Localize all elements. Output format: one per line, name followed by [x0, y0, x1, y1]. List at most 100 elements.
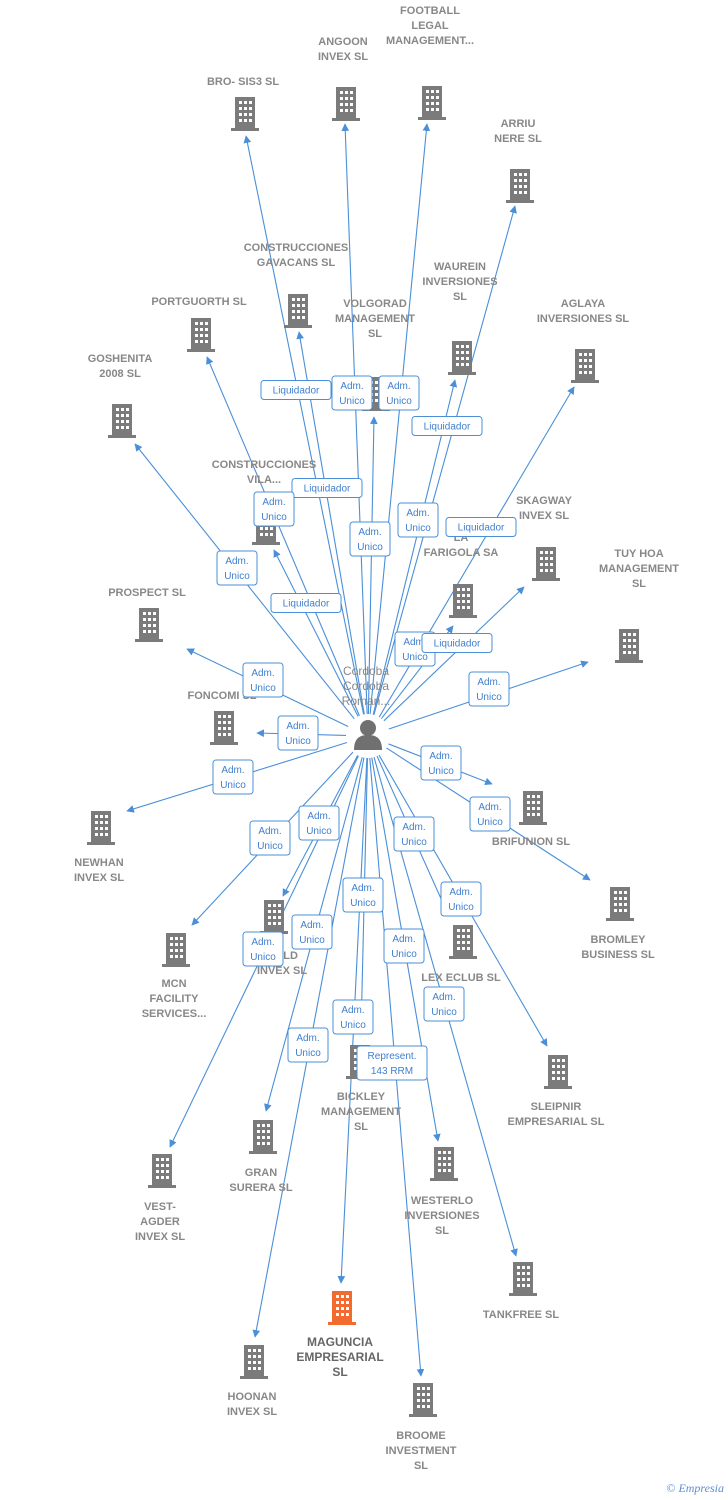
node-label: BRIFUNION SL [492, 836, 571, 848]
edge-label-prospect[interactable]: Adm.Unico [242, 662, 284, 698]
edge-label-maguncia[interactable]: Adm.Unico [332, 999, 374, 1035]
company-node-tankfree[interactable]: TANKFREE SL [483, 1262, 559, 1321]
node-label: SL [332, 1365, 347, 1379]
edge-label-westerlo[interactable]: Adm.Unico [383, 928, 425, 964]
edge-label-construccionesvila[interactable]: Liquidador [270, 593, 342, 613]
edge-label-bickley[interactable]: Adm.Unico [291, 914, 333, 950]
company-node-foncomi[interactable]: FONCOMI SL [187, 690, 257, 745]
edge-label-foncomi[interactable]: Adm.Unico [277, 715, 319, 751]
edge-label-box [331, 375, 373, 411]
node-label: NERE SL [494, 133, 542, 145]
building-icon [284, 294, 312, 328]
company-node-brifunion[interactable]: BRIFUNION SL [492, 791, 571, 848]
edge-label-lafarigola[interactable]: Liquidador [421, 633, 493, 653]
edge-label-text: Unico [299, 935, 325, 946]
edge-label-box [468, 671, 510, 707]
node-label: VILA... [247, 474, 281, 486]
edge-label-box [420, 745, 462, 781]
edge-label-sleipnir[interactable]: Adm.Unico [440, 881, 482, 917]
edge-label-tuyhoa[interactable]: Adm.Unico [468, 671, 510, 707]
edge-label-text: Liquidador [273, 386, 320, 397]
edge-label-box [411, 416, 483, 436]
edge-label-text: Unico [257, 841, 283, 852]
edge-label-newhan[interactable]: Adm.Unico [212, 759, 254, 795]
company-node-mcn[interactable]: MCNFACILITYSERVICES... [142, 933, 207, 1020]
edge-label-text: Adm. [358, 527, 381, 538]
edge-label-box [260, 380, 332, 400]
brand-logo[interactable]: Empresia [678, 1481, 724, 1495]
edge-label-text: Unico [250, 952, 276, 963]
edge-label-goshenita[interactable]: Adm.Unico [216, 550, 258, 586]
edge-label-construccionesgav[interactable]: Liquidador [291, 478, 363, 498]
node-label: MANAGEMENT [335, 313, 415, 325]
edge-label-vestagder[interactable]: Adm.Unico [242, 931, 284, 967]
edge-label-text: Unico [339, 396, 365, 407]
edge-label-box [421, 633, 493, 653]
building-icon [509, 1262, 537, 1296]
node-label: PORTGUORTH SL [151, 296, 247, 308]
edge-label-mcn[interactable]: Adm.Unico [249, 820, 291, 856]
edge-label-brifunion[interactable]: Adm.Unico [420, 745, 462, 781]
edge-label-tankfree[interactable]: Adm.Unico [423, 986, 465, 1022]
edge-label-box [378, 375, 420, 411]
node-label: MANAGEMENT [599, 563, 679, 575]
edge-label-text: 143 RRM [371, 1066, 413, 1077]
company-node-prospect[interactable]: PROSPECT SL [108, 587, 186, 642]
node-label: WAUREIN [434, 261, 486, 273]
company-node-construccionesvila[interactable]: CONSTRUCCIONESVILA... [212, 459, 317, 545]
edge-label-gold[interactable]: Adm.Unico [298, 805, 340, 841]
building-icon [231, 97, 259, 131]
edge-label-box [270, 593, 342, 613]
edge-label-volgorad[interactable]: Adm.Unico [349, 521, 391, 557]
edge-arriu [373, 205, 517, 715]
node-label: AGLAYA [561, 298, 605, 310]
company-node-lexeclub[interactable]: LEX ECLUB SL [421, 925, 501, 984]
edge-label-angoon[interactable]: Adm.Unico [331, 375, 373, 411]
edge-label-brosis3[interactable]: Liquidador [260, 380, 332, 400]
edge-label-arriu[interactable]: Liquidador [411, 416, 483, 436]
node-label: LEX ECLUB SL [421, 972, 501, 984]
edge-label-text: Adm. [478, 802, 501, 813]
edge-label-text: Adm. [402, 822, 425, 833]
edge-label-hoonan[interactable]: Adm.Unico [287, 1027, 329, 1063]
edge-label-box [242, 662, 284, 698]
edge-label-gransurera[interactable]: Adm.Unico [342, 877, 384, 913]
building-icon [187, 318, 215, 352]
edge-label-broome[interactable]: Represent.143 RRM [356, 1045, 428, 1081]
company-node-football[interactable]: FOOTBALLLEGALMANAGEMENT... [386, 5, 474, 120]
edge-label-box [349, 521, 391, 557]
edge-label-football[interactable]: Adm.Unico [378, 375, 420, 411]
edge-label-waurein[interactable]: Adm.Unico [397, 502, 439, 538]
edge-label-text: Unico [350, 898, 376, 909]
edge-label-text: Adm. [225, 556, 248, 567]
edge-label-portguorth[interactable]: Adm.Unico [253, 491, 295, 527]
center-label-line: Cordoba [343, 664, 389, 678]
company-node-brosis3[interactable]: BRO- SIS3 SL [207, 76, 279, 131]
edge-label-aglaya[interactable]: Liquidador [445, 517, 517, 537]
company-node-portguorth[interactable]: PORTGUORTH SL [151, 296, 247, 352]
edge-label-lexeclub[interactable]: Adm.Unico [393, 816, 435, 852]
edge-label-bromley[interactable]: Adm.Unico [469, 796, 511, 832]
